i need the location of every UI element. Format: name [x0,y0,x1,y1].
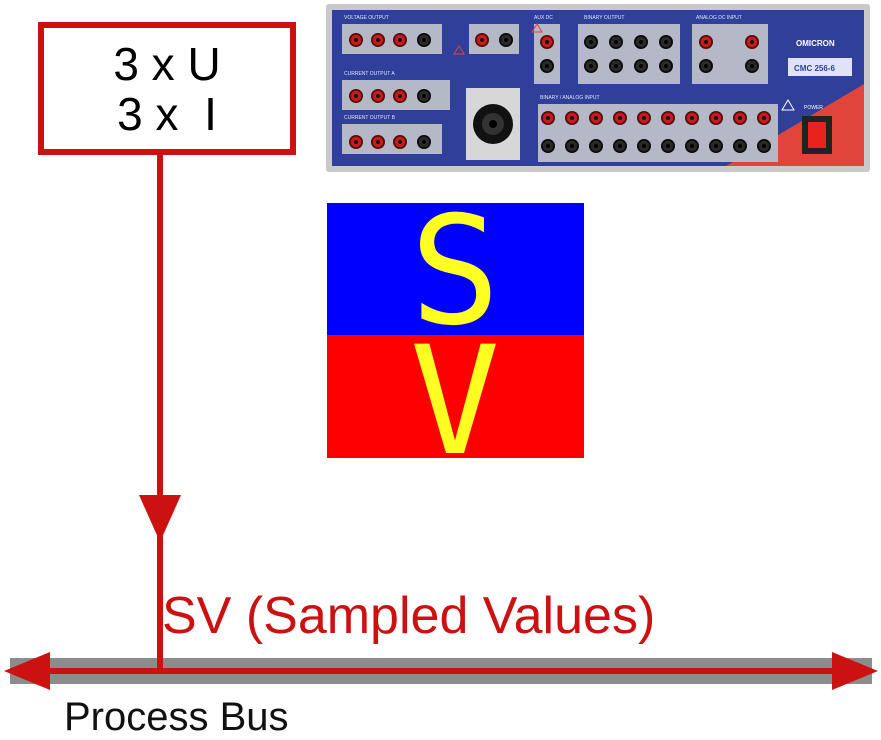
signal-box: 3 x U 3 x I [38,22,296,155]
binary-analog-input-label: BINARY / ANALOG INPUT [540,95,600,101]
bus-arrow-right-icon [832,652,878,690]
sv-logo-letter-v: V [410,315,500,458]
sv-logo-letter-s: S [410,203,500,359]
sv-logo: S V [327,203,584,458]
sv-label: SV (Sampled Values) [162,587,656,645]
aux-dc-label: AUX DC [534,15,553,21]
signal-line-current: 3 x I [117,87,217,140]
bus-arrow-left-icon [4,652,50,690]
power-label: POWER [804,105,823,111]
sv-logo-red-half [327,335,584,458]
binary-output-label: BINARY OUTPUT [584,15,624,21]
signal-line-voltage: 3 x U [113,37,221,90]
current-output-b-label: CURRENT OUTPUT B [344,115,396,121]
device-brand: OMICRON [796,39,835,48]
process-bus-label: Process Bus [64,695,289,739]
analog-dc-input-label: ANALOG DC INPUT [696,15,742,21]
test-device-panel: VOLTAGE OUTPUT CURRENT OUTPUT A CURRENT … [326,4,870,172]
down-arrow-icon [139,495,181,542]
sv-logo-blue-half [327,203,584,335]
current-output-a-label: CURRENT OUTPUT A [344,71,395,77]
device-model: CMC 256-6 [794,64,835,73]
voltage-output-label: VOLTAGE OUTPUT [344,15,389,21]
